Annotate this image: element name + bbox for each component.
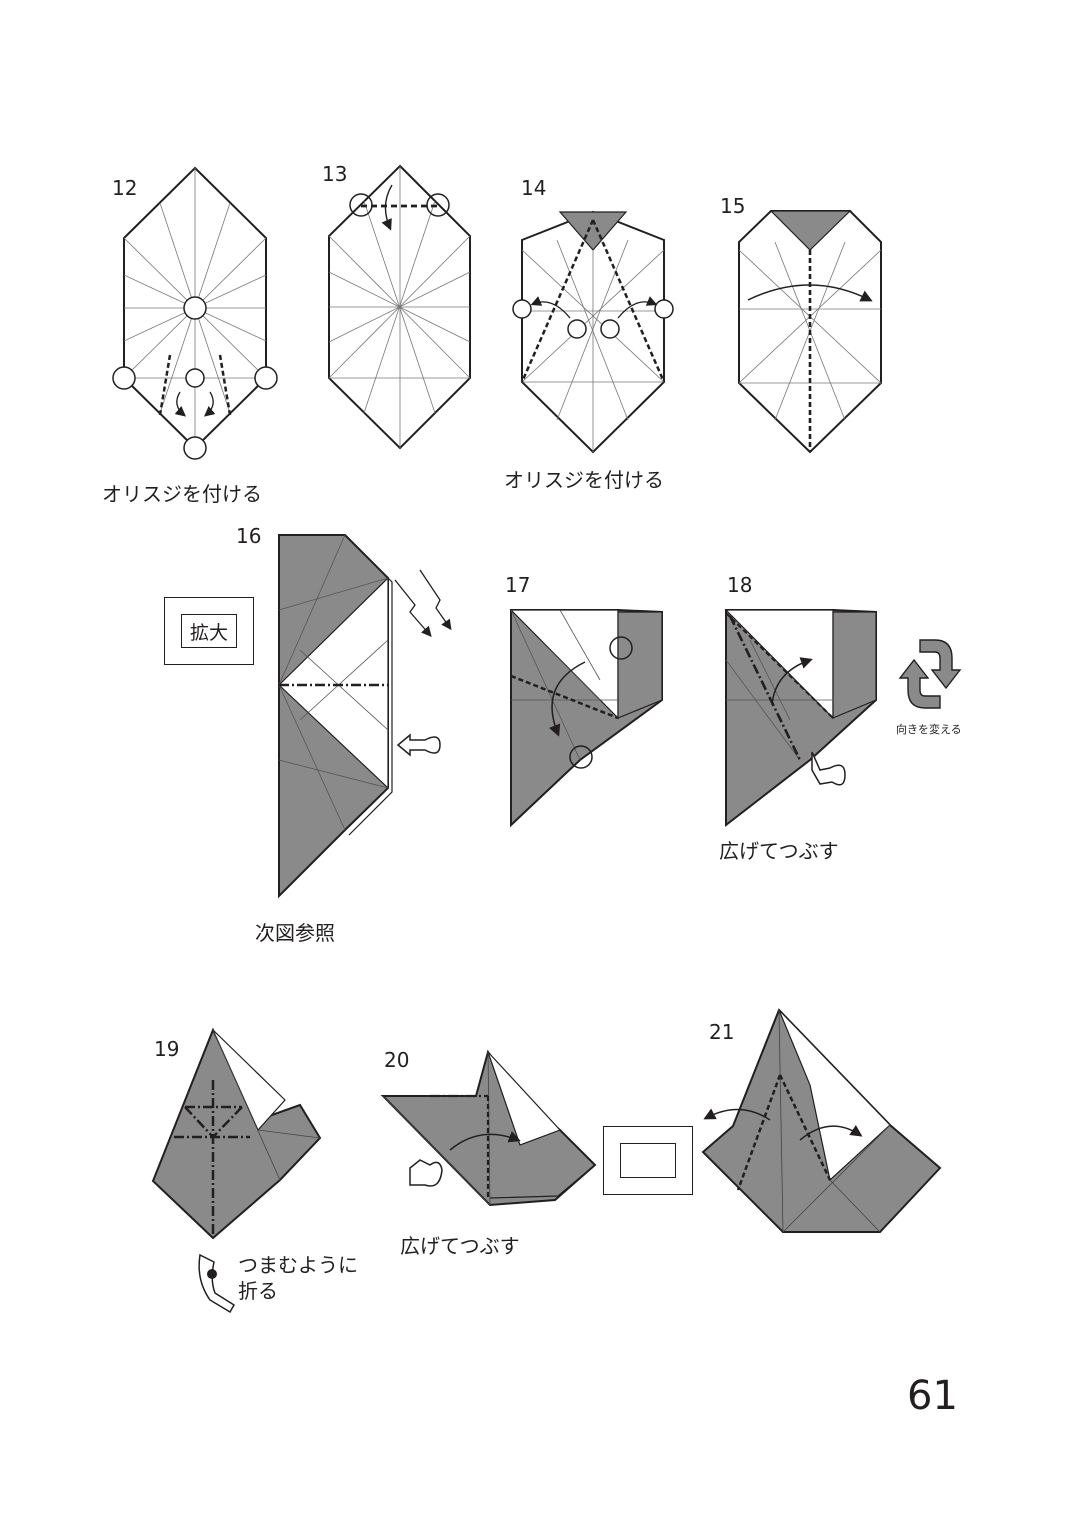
push-hand-icon-2 xyxy=(811,751,846,786)
step-number-12: 12 xyxy=(112,176,138,200)
step-number-15: 15 xyxy=(720,194,746,218)
step-21-diagram xyxy=(701,1008,942,1233)
magnify-badge: 拡大 xyxy=(164,597,254,665)
step-15-diagram xyxy=(738,210,882,454)
step-18-diagram xyxy=(724,609,962,828)
step-number-13: 13 xyxy=(322,162,348,186)
step-20-diagram xyxy=(380,1049,597,1207)
step-12-caption: オリスジを付ける xyxy=(102,482,262,506)
push-hand-icon xyxy=(396,733,441,757)
step-14-diagram xyxy=(512,210,674,454)
magnify-badge-label-2 xyxy=(620,1143,676,1178)
step-number-19: 19 xyxy=(154,1037,180,1061)
step-18-caption: 広げてつぶす xyxy=(719,839,839,863)
step-13-diagram xyxy=(328,164,471,450)
step-16-diagram xyxy=(278,534,452,899)
page-number: 61 xyxy=(907,1373,958,1419)
pinch-hand-icon xyxy=(198,1253,236,1314)
step-number-20: 20 xyxy=(384,1048,410,1072)
step-number-16: 16 xyxy=(236,524,262,548)
magnify-badge-2 xyxy=(603,1126,693,1195)
rotate-arrows-icon xyxy=(898,639,962,709)
step-20-caption: 広げてつぶす xyxy=(400,1234,520,1258)
step-14-caption: オリスジを付ける xyxy=(504,468,664,492)
step-19-diagram xyxy=(151,1027,322,1314)
push-hand-icon-3 xyxy=(409,1159,443,1187)
step-18-note: 向きを変える xyxy=(896,723,962,736)
step-number-17: 17 xyxy=(505,573,531,597)
magnify-badge-label: 拡大 xyxy=(181,614,237,648)
step-number-18: 18 xyxy=(727,573,753,597)
step-16-caption: 次図参照 xyxy=(255,921,335,945)
step-12-diagram xyxy=(112,166,278,460)
step-19-caption-line2: 折る xyxy=(238,1279,278,1303)
step-number-21: 21 xyxy=(709,1020,735,1044)
step-17-diagram xyxy=(509,609,663,828)
step-19-caption-line1: つまむように xyxy=(238,1253,358,1277)
step-number-14: 14 xyxy=(521,176,547,200)
